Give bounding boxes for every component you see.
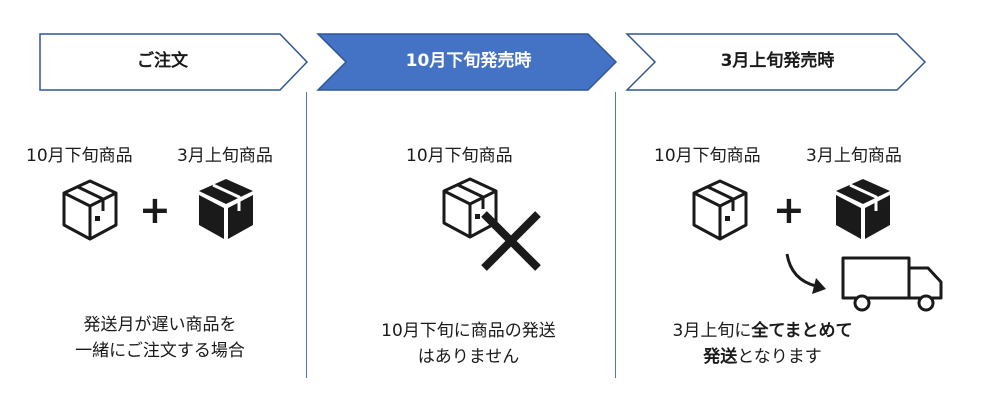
item-label-late-oct: 10月下旬商品 <box>406 146 513 166</box>
plus-sign: + <box>139 188 171 232</box>
caption-text: となります <box>737 347 822 367</box>
cross-icon <box>481 211 541 271</box>
box-filled-icon <box>836 179 890 239</box>
step-label-late-oct: 10月下旬発売時 <box>405 51 532 71</box>
box-filled-icon <box>199 179 253 239</box>
caption-text: 3月上旬に <box>672 321 752 341</box>
item-label-early-mar: 3月上旬商品 <box>806 146 902 166</box>
caption-line: 10月下旬に商品の発送 <box>381 321 556 341</box>
caption-line: 発送となります <box>640 344 885 370</box>
caption-order: 発送月が遅い商品を 一緒にご注文する場合 <box>40 312 280 364</box>
column-divider <box>615 92 616 378</box>
open-box-outline-icon <box>62 179 118 241</box>
plus-sign: + <box>773 188 805 232</box>
step-chevron-order <box>39 33 309 91</box>
step-chevron-early-mar <box>625 33 927 91</box>
item-label-late-oct: 10月下旬商品 <box>26 146 133 166</box>
caption-line: 3月上旬に全てまとめて <box>640 318 885 344</box>
step-label-order: ご注文 <box>137 51 188 71</box>
caption-emphasis: 全てまとめて <box>751 321 853 341</box>
caption-emphasis: 発送 <box>703 347 738 367</box>
delivery-truck-icon <box>841 256 943 312</box>
caption-line: はありません <box>417 347 520 367</box>
step-chevron-late-oct <box>316 33 618 91</box>
curved-arrow-icon <box>785 253 826 294</box>
step-chevrons <box>39 33 927 91</box>
item-label-early-mar: 3月上旬商品 <box>177 146 273 166</box>
item-label-late-oct: 10月下旬商品 <box>654 146 761 166</box>
open-box-outline-icon <box>692 179 748 241</box>
caption-line: 一緒にご注文する場合 <box>75 341 245 361</box>
column-divider <box>306 92 307 378</box>
open-box-outline-icon <box>442 177 498 239</box>
caption-line: 発送月が遅い商品を <box>83 315 237 335</box>
caption-late-oct: 10月下旬に商品の発送 はありません <box>346 318 591 370</box>
caption-early-mar: 3月上旬に全てまとめて 発送となります <box>640 318 885 370</box>
step-label-early-mar: 3月上旬発売時 <box>720 51 835 71</box>
